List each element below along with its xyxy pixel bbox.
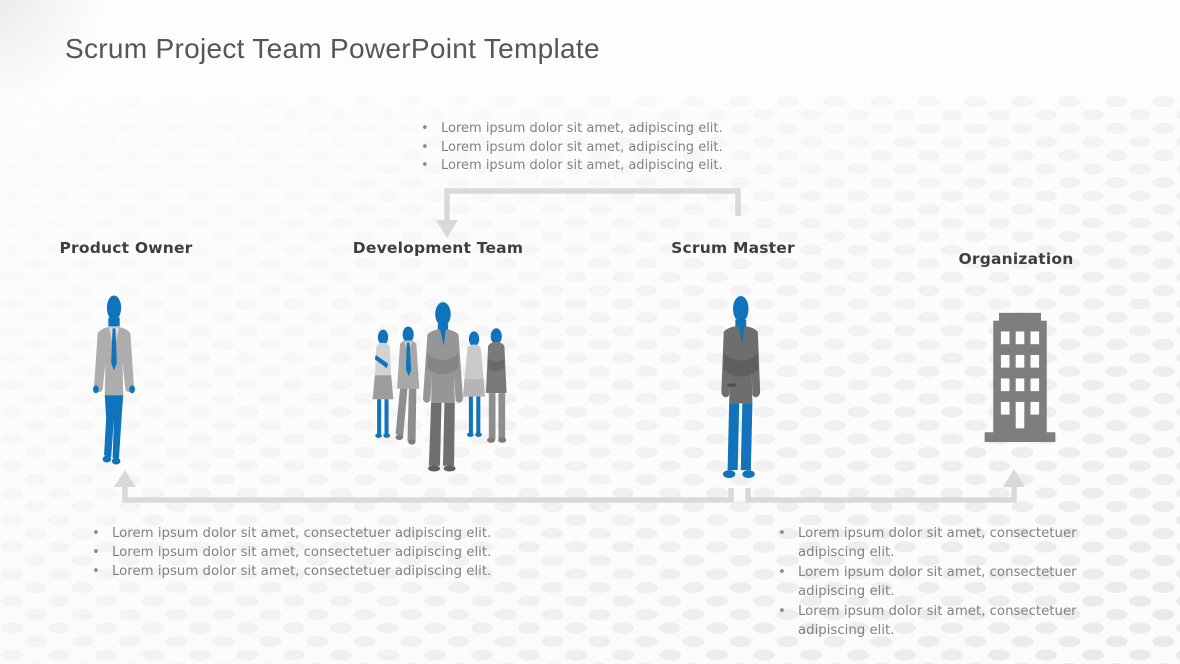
bottom-right-notes-list: • Lorem ipsum dolor sit amet, consectetu…	[778, 524, 1123, 641]
organization-building-icon	[984, 312, 1056, 443]
bullet-glyph: •	[421, 121, 429, 136]
note-text: Lorem ipsum dolor sit amet, consectetuer…	[112, 564, 492, 579]
note-text: Lorem ipsum dolor sit amet, consectetuer…	[798, 604, 1077, 638]
note-text: Lorem ipsum dolor sit amet, adipiscing e…	[441, 139, 723, 155]
role-label-organization: Organization	[958, 250, 1074, 268]
dev-team-member-woman-left	[372, 329, 394, 438]
top-connector-arrowhead	[436, 220, 458, 238]
dev-team-member-man-right	[485, 328, 507, 443]
bottom-left-connector-arrowhead	[114, 470, 136, 487]
note-text: Lorem ipsum dolor sit amet, consectetuer…	[112, 545, 492, 560]
list-item: • Lorem ipsum dolor sit amet, consectetu…	[92, 524, 572, 543]
dev-team-member-woman-right	[462, 331, 486, 437]
note-text: Lorem ipsum dolor sit amet, adipiscing e…	[441, 158, 723, 173]
scrum-master-figure-icon	[721, 295, 761, 479]
note-text: Lorem ipsum dolor sit amet, consectetuer…	[798, 526, 1077, 560]
bullet-glyph: •	[778, 565, 786, 580]
list-item: • Lorem ipsum dolor sit amet, consectetu…	[92, 562, 572, 581]
bullet-glyph: •	[92, 545, 100, 560]
bottom-left-notes-list: • Lorem ipsum dolor sit amet, consectetu…	[92, 524, 572, 581]
note-text: Lorem ipsum dolor sit amet, consectetuer…	[112, 526, 492, 541]
top-connector-arrow	[444, 188, 741, 222]
list-item: • Lorem ipsum dolor sit amet, consectetu…	[778, 602, 1123, 640]
role-label-scrum-master: Scrum Master	[671, 239, 795, 257]
dev-team-member-man-center	[422, 302, 463, 472]
list-item: • Lorem ipsum dolor sit amet, consectetu…	[778, 524, 1123, 562]
bottom-right-connector-arrow	[745, 486, 1017, 503]
bottom-right-connector-arrowhead	[1003, 469, 1025, 487]
list-item: • Lorem ipsum dolor sit amet, consectetu…	[778, 563, 1123, 601]
dev-team-member-man-left	[395, 326, 420, 445]
product-owner-figure-icon	[93, 295, 135, 465]
list-item: • Lorem ipsum dolor sit amet, adipiscing…	[421, 139, 781, 158]
bullet-glyph: •	[778, 604, 786, 619]
bullet-glyph: •	[92, 564, 100, 579]
list-item: • Lorem ipsum dolor sit amet, adipiscing…	[421, 157, 781, 176]
list-item: • Lorem ipsum dolor sit amet, adipiscing…	[421, 120, 781, 139]
development-team-figure-icon	[372, 302, 507, 472]
role-label-development-team: Development Team	[352, 239, 524, 257]
top-notes-list: • Lorem ipsum dolor sit amet, adipiscing…	[421, 120, 781, 176]
bottom-left-connector-arrow	[122, 485, 734, 503]
list-item: • Lorem ipsum dolor sit amet, consectetu…	[92, 543, 572, 562]
note-text: Lorem ipsum dolor sit amet, adipiscing e…	[441, 121, 723, 136]
role-label-product-owner: Product Owner	[59, 239, 193, 257]
bullet-glyph: •	[92, 526, 100, 541]
bullet-glyph: •	[421, 158, 429, 173]
bullet-glyph: •	[421, 139, 429, 155]
note-text: Lorem ipsum dolor sit amet, consectetuer…	[798, 565, 1077, 599]
building-windows	[1000, 331, 1040, 429]
slide-title: Scrum Project Team PowerPoint Template	[65, 33, 600, 64]
bullet-glyph: •	[778, 526, 786, 541]
